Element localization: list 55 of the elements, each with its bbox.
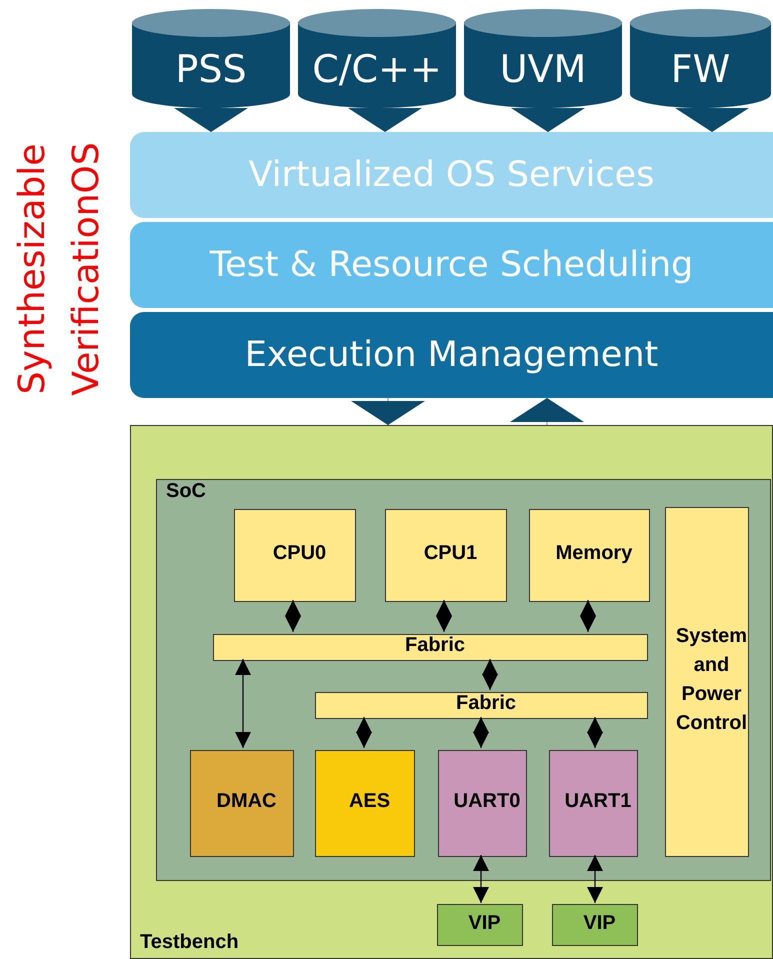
chevron-arrow [675, 108, 749, 132]
component-box [190, 750, 294, 857]
connector-arrow [482, 659, 498, 690]
connector-arrow [235, 659, 251, 748]
chevron-arrow [510, 398, 584, 426]
node-label: VIP [582, 912, 616, 936]
node-label: Test & Resource Scheduling [210, 245, 694, 285]
node-label: System and Power Control [674, 624, 748, 736]
node-label: CPU1 [422, 542, 478, 566]
node-label: FW [670, 47, 730, 91]
fabric-bar [315, 692, 648, 719]
layer-band [130, 312, 773, 398]
connector-arrow [356, 717, 372, 748]
connector-arrow [473, 855, 489, 903]
node-label: PSS [175, 47, 247, 91]
node-label: Testbench [139, 931, 239, 955]
vip-box [437, 904, 523, 946]
node-label: Virtualized OS Services [248, 155, 654, 195]
testbench-container [130, 425, 773, 959]
node-label: UVM [500, 47, 586, 91]
chevron-arrow [174, 108, 248, 132]
node-label: DMAC [216, 790, 276, 814]
component-box [549, 750, 638, 857]
vip-box [552, 904, 638, 946]
node-label: SoC [165, 480, 206, 504]
component-box [529, 509, 650, 602]
node-label: VIP [467, 912, 501, 936]
side-title: Synthesizable VerificationOS [11, 141, 108, 398]
connector-arrow [285, 600, 301, 632]
component-box [665, 507, 749, 857]
layer-band [130, 222, 773, 308]
fabric-bar [213, 634, 648, 661]
node-label: UART1 [564, 790, 632, 814]
component-box [438, 750, 527, 857]
node-label: UART0 [452, 790, 520, 814]
node-label: AES [348, 790, 390, 814]
connector-arrow [473, 717, 489, 748]
layer-band [130, 132, 773, 218]
node-label: Fabric [454, 692, 516, 716]
connector-arrow [587, 855, 603, 903]
node-label: Fabric [404, 634, 466, 658]
chevron-arrow [511, 108, 585, 132]
connector-arrow [436, 600, 452, 632]
connector-arrow [580, 600, 596, 632]
chevron-arrow [351, 398, 425, 426]
connector-arrow [587, 717, 603, 748]
node-label: CPU0 [272, 542, 326, 566]
component-box [385, 509, 507, 602]
chevron-arrow [348, 108, 422, 132]
node-label: Execution Management [244, 335, 658, 375]
soc-container [156, 479, 771, 881]
node-label: Memory [554, 542, 632, 566]
component-box [234, 509, 356, 602]
node-label: C/C++ [312, 47, 442, 91]
component-box [315, 750, 415, 857]
